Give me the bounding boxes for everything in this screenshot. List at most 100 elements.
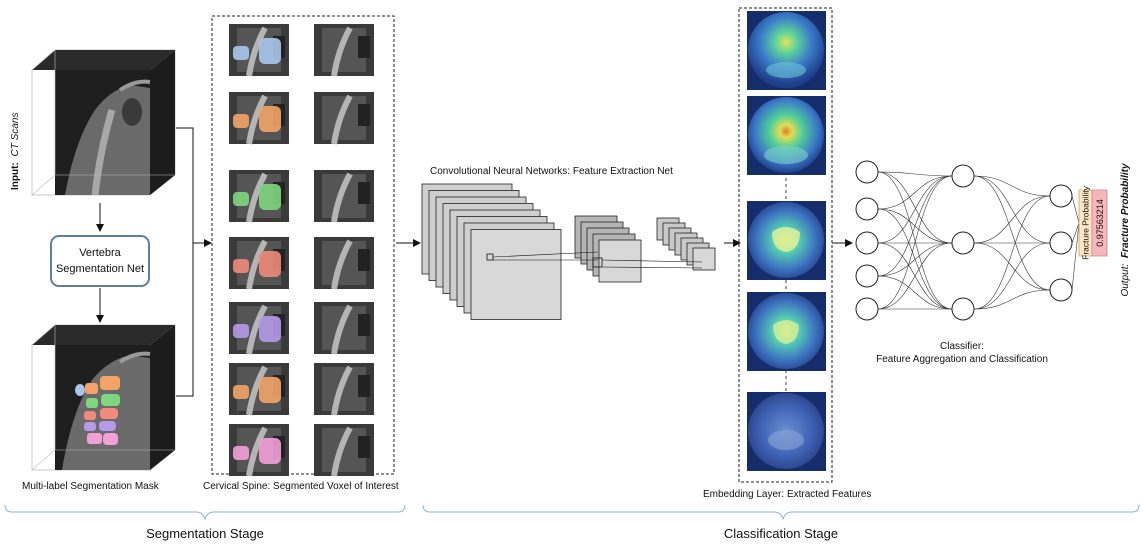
classifier-node [855, 297, 879, 321]
classifier-edge [877, 208, 953, 310]
classifier-node [951, 164, 975, 188]
classifier-node [855, 231, 879, 255]
vertebra-mask [259, 184, 281, 210]
fracture-probability-box: Fracture Probability 0.97563214 [1078, 185, 1108, 260]
connector-to-voi [176, 127, 206, 397]
classifier-edge [877, 171, 953, 177]
vertebra-segmentation-net-box: Vertebra Segmentation Net [50, 235, 150, 287]
vertebra-mask [233, 192, 249, 206]
output-edge [1071, 222, 1080, 291]
embedding-heatmaps [747, 11, 826, 471]
voi-tile [229, 92, 289, 145]
segmentation-stage-label: Segmentation Stage [146, 526, 264, 541]
classifier-edge [877, 171, 953, 310]
voi-tiles [229, 24, 374, 477]
embedding-caption: Embedding Layer: Extracted Features [703, 489, 871, 500]
classifier-edges [877, 171, 1080, 310]
classifier-edge [973, 289, 1051, 310]
vertebra-mask [259, 38, 281, 64]
output-label: Output: Fracture Probability [1120, 163, 1131, 297]
heatmap-slice-4 [747, 292, 826, 371]
output-edge [1071, 222, 1080, 244]
classification-stage-brace [422, 504, 1140, 521]
classifier-edge [973, 195, 1051, 244]
classifier-node [951, 231, 975, 255]
feature-map [470, 229, 562, 320]
vertebra-mask [259, 316, 281, 342]
conv2-kernel [592, 257, 603, 268]
classifier-node [1049, 278, 1073, 302]
voi-box [211, 15, 395, 475]
classifier-edge [877, 175, 953, 310]
voi-tile [314, 363, 374, 416]
classifier-node [855, 197, 879, 221]
classifier-edge [877, 275, 953, 310]
input-label: Input: CT Scans [10, 113, 21, 190]
classifier-edge [973, 242, 1051, 310]
classifier-edge [877, 175, 953, 277]
net-label-line1: Vertebra [79, 247, 121, 259]
classifier-edge [877, 242, 953, 310]
feature-map [598, 239, 642, 283]
heatmap-slice-3 [747, 201, 826, 280]
fracture-probability-value: 0.97563214 [1095, 199, 1105, 247]
vertebra-mask [233, 385, 249, 399]
voi-tile [229, 302, 289, 355]
voi-tile [229, 170, 289, 223]
heatmap-slice-5 [747, 392, 826, 471]
voi-tile [229, 424, 289, 477]
classifier-node [951, 297, 975, 321]
voi-tile [314, 237, 374, 290]
ct-scan-cube [31, 49, 176, 196]
segmentation-stage-brace [4, 504, 406, 521]
conv-layer-3 [656, 217, 716, 271]
vertebra-mask [233, 259, 249, 273]
classifier-edge [973, 175, 1051, 291]
classifier-node [1049, 184, 1073, 208]
vertebra-mask [233, 46, 249, 60]
voi-tile [229, 363, 289, 416]
classifier-node [1049, 231, 1073, 255]
voi-tile [229, 237, 289, 290]
vertebra-mask [259, 251, 281, 277]
cnn-feature-extraction-net [421, 183, 716, 320]
vertebra-mask [259, 106, 281, 132]
voi-tile [314, 24, 374, 77]
cnn-caption: Convolutional Neural Networks: Feature E… [430, 166, 673, 177]
conv-layer-2 [574, 215, 642, 283]
classifier-edge [973, 175, 1051, 197]
heatmap-slice-1 [747, 11, 826, 90]
conv-layer-1 [421, 183, 562, 320]
voi-caption: Cervical Spine: Segmented Voxel of Inter… [203, 481, 399, 492]
classifier-edge [973, 195, 1051, 310]
fracture-probability-label: Fracture Probability [1081, 185, 1091, 259]
mask-caption: Multi-label Segmentation Mask [22, 481, 160, 492]
net-label-line2: Segmentation Net [56, 263, 144, 275]
voi-tile [314, 170, 374, 223]
classifier-nodes [855, 160, 1073, 321]
segmentation-mask-cube [31, 324, 176, 471]
feature-map [692, 247, 716, 271]
vertebra-mask [233, 114, 249, 128]
classifier-edge [973, 175, 1051, 244]
heatmap-slice-2 [747, 96, 826, 175]
classifier-subtitle: Feature Aggregation and Classification [876, 354, 1048, 365]
classifier-edge [877, 242, 953, 277]
classifier-title: Classifier: [940, 341, 984, 352]
vertebra-mask [233, 446, 249, 460]
vertebra-mask [259, 377, 281, 403]
classifier-edge [877, 171, 953, 244]
vertebra-mask [233, 324, 249, 338]
classifier-edge [973, 242, 1051, 291]
classifier-node [855, 160, 879, 184]
classifier-edge [877, 175, 953, 244]
classifier-node [855, 264, 879, 288]
output-edge [1071, 195, 1080, 224]
voi-tile [314, 424, 374, 477]
classification-stage-label: Classification Stage [724, 526, 838, 541]
vertebra-mask [259, 438, 281, 464]
voi-tile [314, 92, 374, 145]
voi-tile [229, 24, 289, 77]
embedding-box [738, 7, 833, 483]
